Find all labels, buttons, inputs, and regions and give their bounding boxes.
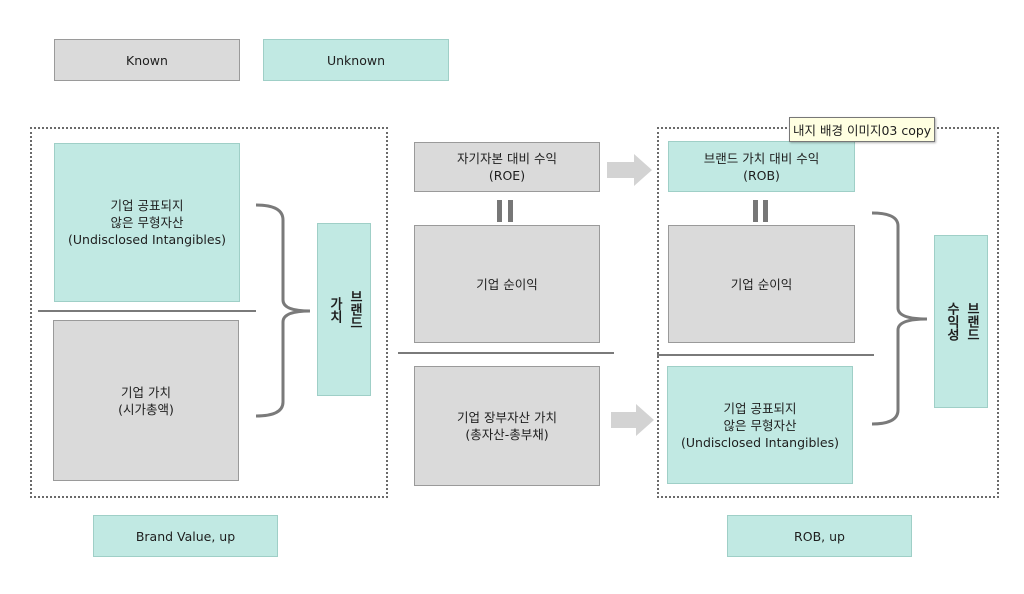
tooltip: 내지 배경 이미지03 copy — [789, 117, 936, 142]
divider-line — [38, 310, 256, 312]
text-line: (시가총액) — [118, 401, 174, 417]
text-line: 기업 공표되지 — [110, 198, 184, 213]
equals-bar — [763, 200, 768, 222]
footer-label: Brand Value, up — [135, 528, 236, 544]
left-undisclosed-intangibles-box: 기업 공표되지 않은 무형자산 (Undisclosed Intangibles… — [54, 143, 240, 302]
legend-unknown: Unknown — [263, 39, 449, 81]
right-net-income-box: 기업 순이익 — [668, 225, 855, 343]
text-line: (ROB) — [743, 167, 780, 183]
divider-line — [398, 352, 614, 354]
brand-value-label-box: 브랜드 가치 — [317, 223, 371, 396]
equals-bar — [508, 200, 513, 222]
text-column: 수익성 — [944, 302, 959, 341]
book-value-box: 기업 장부자산 가치 (총자산-총부채) — [414, 366, 600, 486]
enterprise-value-box: 기업 가치 (시가총액) — [53, 320, 239, 481]
equals-bar — [753, 200, 758, 222]
legend-known-label: Known — [126, 52, 168, 68]
right-arrow-icon — [611, 404, 654, 436]
text-line: 기업 순이익 — [476, 276, 538, 292]
rob-up-box: ROB, up — [727, 515, 912, 557]
text-line: 기업 순이익 — [730, 276, 793, 292]
text-line: (Undisclosed Intangibles) — [68, 232, 226, 247]
text-line: (총자산-총부채) — [465, 427, 549, 442]
right-undisclosed-intangibles-box: 기업 공표되지 않은 무형자산 (Undisclosed Intangibles… — [667, 366, 853, 484]
brand-value-up-box: Brand Value, up — [93, 515, 278, 557]
text-line: (ROE) — [488, 168, 526, 183]
brand-value-frame — [30, 127, 388, 498]
text-column: 브랜드 — [964, 302, 979, 341]
roe-box: 자기자본 대비 수익 (ROE) — [414, 142, 600, 192]
text-line: 않은 무형자산 — [110, 215, 184, 230]
right-arrow-icon — [607, 154, 652, 186]
text-column: 브랜드 — [347, 290, 362, 329]
text-column: 가치 — [327, 296, 342, 323]
legend-unknown-label: Unknown — [326, 52, 386, 68]
text-line: 브랜드 가치 대비 수익 — [703, 150, 820, 166]
text-line: 기업 공표되지 — [723, 400, 797, 416]
rob-box: 브랜드 가치 대비 수익 (ROB) — [668, 141, 855, 192]
middle-net-income-box: 기업 순이익 — [414, 225, 600, 343]
brand-profitability-label-box: 브랜드 수익성 — [934, 235, 988, 408]
text-line: 기업 가치 — [121, 384, 171, 400]
text-line: 기업 장부자산 가치 — [457, 410, 557, 425]
equals-bar — [497, 200, 502, 222]
text-line: (Undisclosed Intangibles) — [681, 434, 839, 450]
footer-label: ROB, up — [794, 528, 845, 544]
divider-line — [657, 354, 874, 356]
legend-known: Known — [54, 39, 240, 81]
text-line: 자기자본 대비 수익 — [457, 151, 557, 166]
text-line: 않은 무형자산 — [723, 417, 797, 433]
